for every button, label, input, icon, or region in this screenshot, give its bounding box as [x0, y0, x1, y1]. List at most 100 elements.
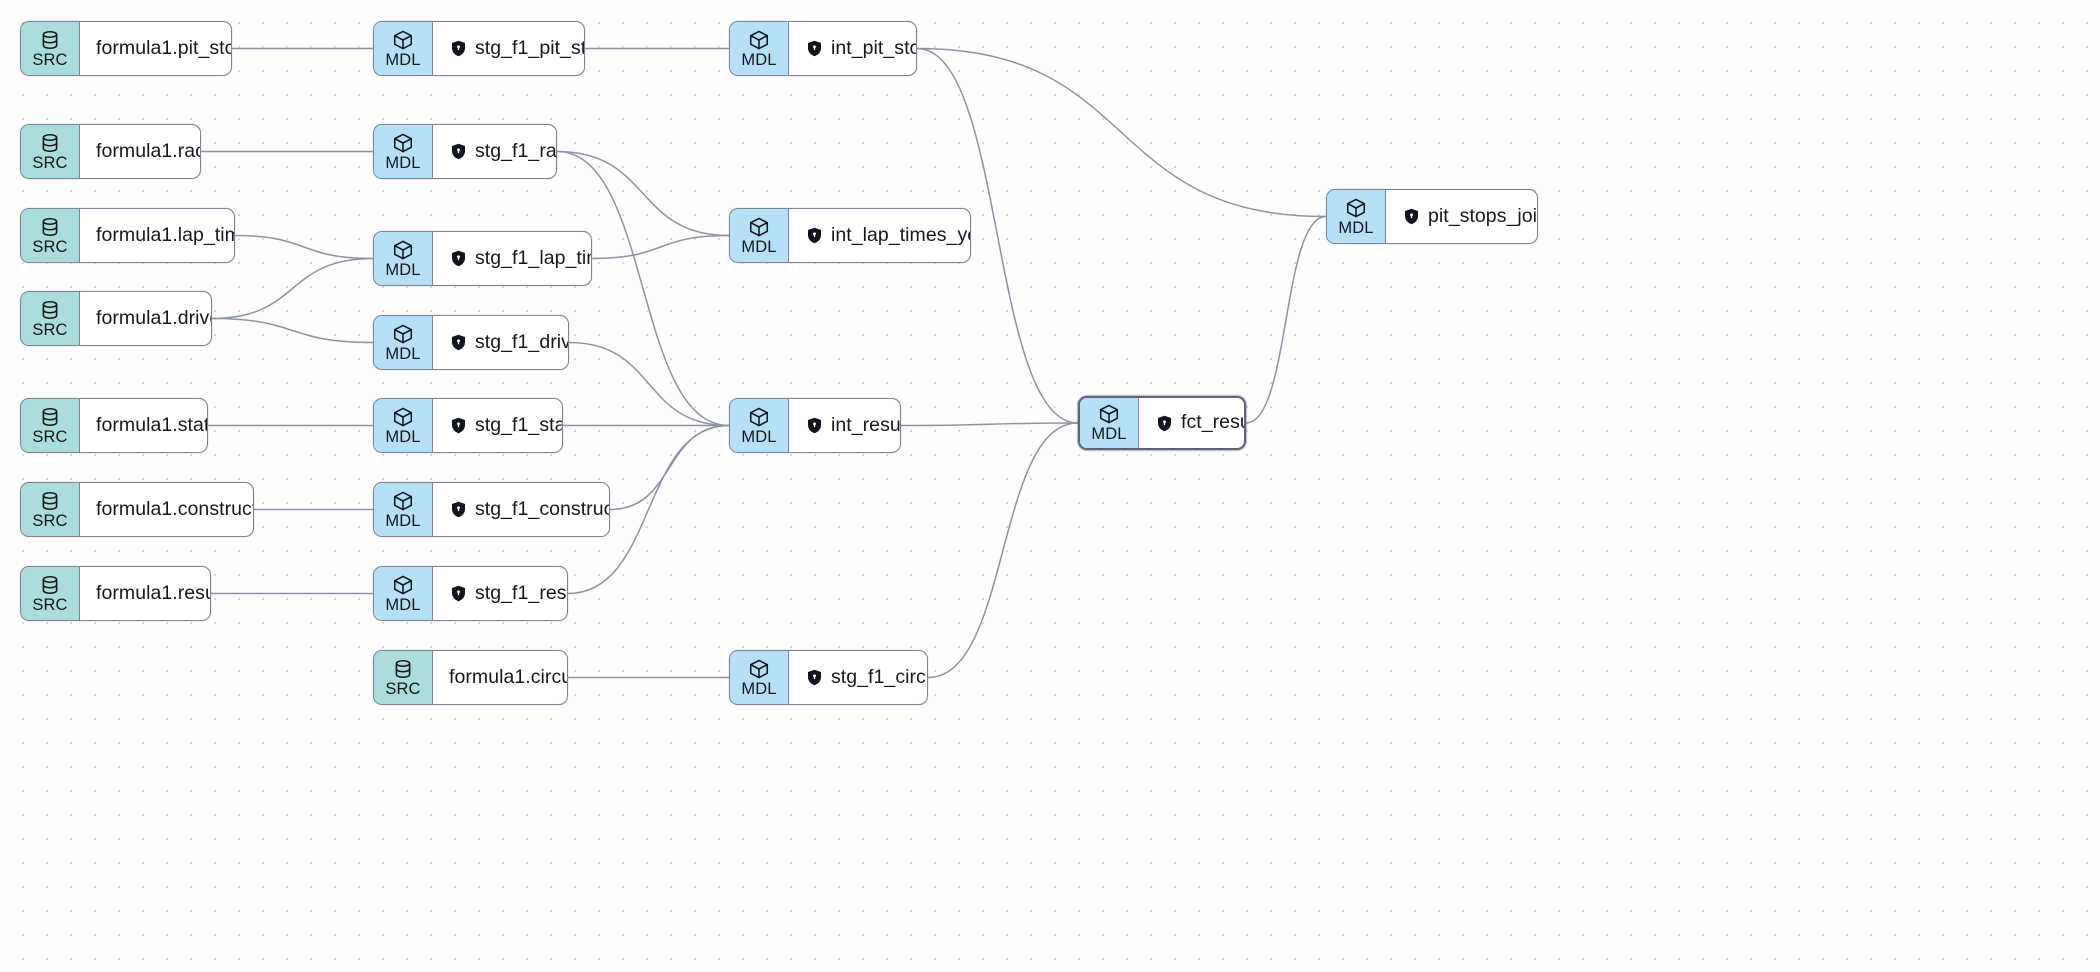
graph-node-src_circuits[interactable]: SRC formula1.circuits — [373, 650, 568, 705]
graph-node-stg_lap_times[interactable]: MDL stg_f1_lap_times — [373, 231, 592, 286]
graph-node-stg_races[interactable]: MDL stg_f1_races — [373, 124, 557, 179]
node-type-badge: SRC — [21, 567, 80, 620]
node-body[interactable]: stg_f1_circuits — [789, 651, 927, 704]
node-label: fct_results — [1181, 411, 1244, 434]
graph-node-pit_stops_joined[interactable]: MDL pit_stops_joined — [1326, 189, 1538, 244]
node-body[interactable]: int_results — [789, 399, 900, 452]
node-body[interactable]: formula1.drivers — [80, 292, 211, 345]
database-icon — [39, 132, 61, 154]
node-label: stg_f1_races — [475, 139, 557, 162]
graph-node-src_races[interactable]: SRC formula1.races — [20, 124, 201, 179]
node-body[interactable]: int_pit_stops — [789, 22, 916, 75]
graph-node-src_constructors[interactable]: SRC formula1.constructors — [20, 482, 254, 537]
database-icon — [39, 406, 61, 428]
node-type-badge: MDL — [374, 125, 433, 178]
database-icon — [39, 574, 61, 596]
node-type-label: MDL — [385, 511, 421, 530]
node-label: formula1.drivers — [96, 306, 211, 329]
node-body[interactable]: formula1.pit_stops — [80, 22, 231, 75]
node-type-badge: MDL — [374, 316, 433, 369]
shield-icon — [1404, 208, 1419, 225]
graph-edge-fct_results-to-pit_stops_joined — [1245, 215, 1327, 424]
node-type-badge: SRC — [374, 651, 433, 704]
node-type-label: SRC — [32, 50, 68, 69]
node-type-label: MDL — [385, 260, 421, 279]
node-body[interactable]: formula1.races — [80, 125, 200, 178]
graph-node-src_status[interactable]: SRC formula1.status — [20, 398, 208, 453]
node-label: formula1.pit_stops — [96, 36, 231, 59]
shield-icon — [451, 40, 466, 57]
graph-node-stg_drivers[interactable]: MDL stg_f1_drivers — [373, 315, 569, 370]
graph-node-int_pit_stops[interactable]: MDL int_pit_stops — [729, 21, 917, 76]
node-label: pit_stops_joined — [1428, 204, 1538, 227]
graph-node-src_drivers[interactable]: SRC formula1.drivers — [20, 291, 212, 346]
node-body[interactable]: formula1.constructors — [80, 483, 253, 536]
graph-edge-stg_races-to-int_lap_times_years — [556, 150, 730, 237]
graph-node-src_results[interactable]: SRC formula1.results — [20, 566, 211, 621]
graph-node-stg_constructors[interactable]: MDL stg_f1_constructors — [373, 482, 610, 537]
node-body[interactable]: stg_f1_results — [433, 567, 567, 620]
node-type-label: MDL — [741, 427, 777, 446]
cube-icon — [392, 29, 414, 51]
node-body[interactable]: formula1.lap_times — [80, 209, 234, 262]
node-body[interactable]: stg_f1_races — [433, 125, 557, 178]
graph-edge-stg_drivers-to-int_results — [568, 341, 730, 427]
shield-icon — [807, 227, 822, 244]
graph-node-int_lap_times_years[interactable]: MDL int_lap_times_years — [729, 208, 971, 263]
graph-node-stg_pit_stops[interactable]: MDL stg_f1_pit_stops — [373, 21, 585, 76]
graph-node-src_lap_times[interactable]: SRC formula1.lap_times — [20, 208, 235, 263]
cube-icon — [748, 658, 770, 680]
node-body[interactable]: formula1.status — [80, 399, 207, 452]
database-icon — [39, 299, 61, 321]
shield-icon — [451, 334, 466, 351]
node-label: formula1.lap_times — [96, 223, 234, 246]
graph-node-src_pit_stops[interactable]: SRC formula1.pit_stops — [20, 21, 232, 76]
node-type-badge: MDL — [1327, 190, 1386, 243]
graph-node-stg_circuits[interactable]: MDL stg_f1_circuits — [729, 650, 928, 705]
node-body[interactable]: stg_f1_lap_times — [433, 232, 591, 285]
node-body[interactable]: fct_results — [1139, 398, 1244, 448]
node-type-badge: SRC — [21, 292, 80, 345]
node-body[interactable]: int_lap_times_years — [789, 209, 970, 262]
node-type-label: MDL — [1338, 218, 1374, 237]
shield-icon — [451, 417, 466, 434]
graph-edge-int_pit_stops-to-pit_stops_joined — [916, 47, 1327, 218]
graph-node-fct_results[interactable]: MDL fct_results — [1078, 396, 1246, 450]
node-label: stg_f1_results — [475, 581, 567, 604]
shield-icon — [451, 250, 466, 267]
node-type-label: SRC — [32, 237, 68, 256]
node-body[interactable]: stg_f1_drivers — [433, 316, 568, 369]
node-type-label: MDL — [741, 679, 777, 698]
node-label: stg_f1_circuits — [831, 665, 927, 688]
node-body[interactable]: formula1.results — [80, 567, 210, 620]
shield-icon — [807, 669, 822, 686]
graph-edge-src_drivers-to-stg_drivers — [211, 317, 374, 344]
node-label: int_lap_times_years — [831, 223, 970, 246]
node-type-badge: MDL — [730, 22, 789, 75]
shield-icon — [1157, 415, 1172, 432]
database-icon — [39, 29, 61, 51]
node-type-badge: SRC — [21, 483, 80, 536]
shield-icon — [451, 501, 466, 518]
graph-node-int_results[interactable]: MDL int_results — [729, 398, 901, 453]
node-body[interactable]: stg_f1_constructors — [433, 483, 609, 536]
graph-edge-int_results-to-fct_results — [900, 422, 1079, 427]
node-type-label: SRC — [385, 679, 421, 698]
node-type-badge: MDL — [730, 651, 789, 704]
node-label: stg_f1_pit_stops — [475, 36, 584, 59]
node-body[interactable]: pit_stops_joined — [1386, 190, 1538, 243]
node-type-label: SRC — [32, 320, 68, 339]
graph-edge-stg_constructors-to-int_results — [609, 424, 730, 511]
node-label: formula1.results — [96, 581, 210, 604]
node-body[interactable]: stg_f1_status — [433, 399, 562, 452]
node-type-label: SRC — [32, 427, 68, 446]
graph-node-stg_results[interactable]: MDL stg_f1_results — [373, 566, 568, 621]
node-type-badge: MDL — [374, 232, 433, 285]
node-body[interactable]: stg_f1_pit_stops — [433, 22, 584, 75]
node-type-badge: MDL — [374, 483, 433, 536]
node-body[interactable]: formula1.circuits — [433, 651, 567, 704]
graph-node-stg_status[interactable]: MDL stg_f1_status — [373, 398, 563, 453]
node-label: formula1.races — [96, 139, 200, 162]
node-type-label: MDL — [385, 50, 421, 69]
